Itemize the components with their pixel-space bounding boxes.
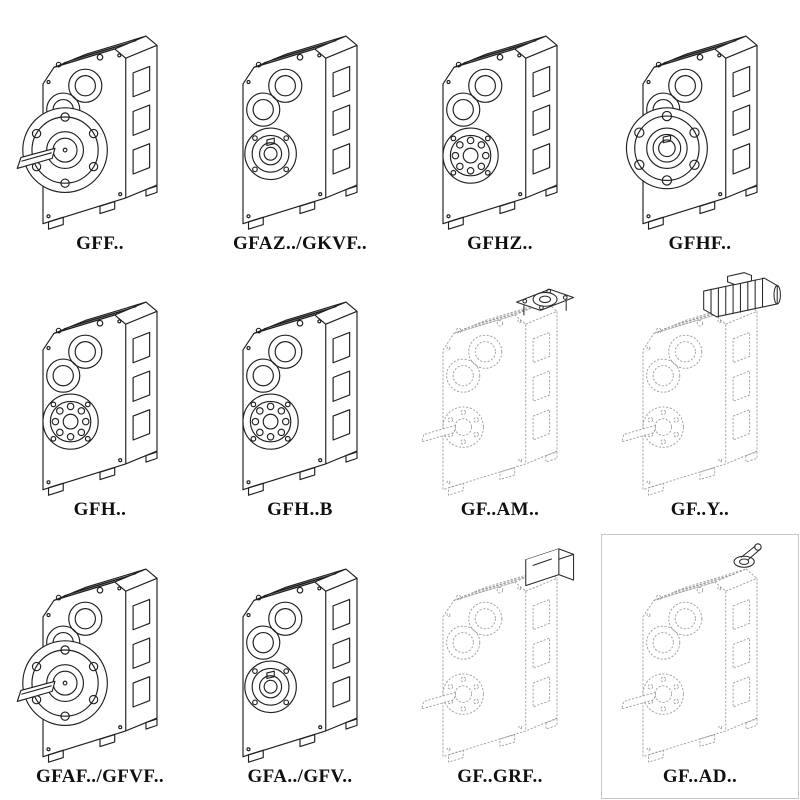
gearbox-hollow-shaft-flange-drawing [242,35,358,230]
gearbox-body-lines [16,35,158,230]
gearbox-body-lines [42,301,158,497]
gearbox-iec-adapter-flange-drawing [421,289,575,496]
gearbox-output-flange-with-shaft-drawing [16,35,158,230]
gearbox-body-lines [442,35,558,230]
gearbox-body-lines [242,301,358,497]
gearbox-foot-mounted-drawing [42,301,158,497]
gearbox-cover-box-input-drawing [421,548,575,763]
gearbox-variant-cell-gff: GFF.. [0,0,200,267]
gearbox-variant-cell-gfy: GF..Y.. [600,267,800,534]
gearbox-body-lines [242,35,358,230]
motor-lines [703,272,781,318]
gearbox-model-label: GF..AD.. [662,765,738,787]
gearbox-model-label: GFH..B [267,499,333,521]
gearbox-variant-cell-gfa: GFA../GFV.. [200,533,400,800]
gearbox-variant-cell-gfgrf: GF..GRF.. [400,533,600,800]
gearbox-with-motor-drawing [621,272,781,496]
gearbox-model-label: GFA../GFV.. [247,765,353,787]
gearbox-model-label: GFHF.. [668,232,732,254]
gearbox-output-flange-with-shaft-drawing [16,568,158,763]
gearbox-hollow-shaft-drawing [242,568,358,763]
gearbox-variant-cell-gfad: GF..AD.. [600,533,800,800]
gearbox-body-lines [625,35,758,230]
gearbox-variant-cell-gfhz: GFHZ.. [400,0,600,267]
gearbox-model-label: GFH.. [73,499,127,521]
iec-adapter-flange-lines [516,289,575,316]
gearbox-input-shaft-adapter-drawing [621,543,762,763]
gearbox-model-label: GFAF../GFVF.. [35,765,164,787]
gearbox-model-label: GF..Y.. [670,499,730,521]
gearbox-variant-cell-gfhf: GFHF.. [600,0,800,267]
gearbox-body-lines [16,568,158,763]
gearbox-phantom-body-lines [421,568,558,763]
gearbox-body-lines [242,568,358,763]
gearbox-model-label: GF..AM.. [460,499,540,521]
gearbox-phantom-body-lines [621,568,758,763]
gearbox-model-label: GFHZ.. [467,232,533,254]
gearbox-hollow-shaft-bearing-drawing [442,35,558,230]
gearbox-phantom-body-lines [421,301,558,496]
gearbox-variant-cell-gfhb: GFH..B [200,267,400,534]
gearbox-model-label: GF..GRF.. [457,765,543,787]
gearbox-model-label: GFAZ../GKVF.. [233,232,367,254]
gearbox-variant-cell-gfam: GF..AM.. [400,267,600,534]
input-shaft-stub-lines [733,543,762,568]
gearbox-model-label: GFF.. [76,232,124,254]
gearbox-variant-cell-gfaz: GFAZ../GKVF.. [200,0,400,267]
gearbox-phantom-body-lines [621,301,758,496]
gearbox-foot-mounted-b-drawing [242,301,358,497]
gearbox-variant-cell-gfaf: GFAF../GFVF.. [0,533,200,800]
cover-box-lines [525,548,575,587]
gearbox-output-flange-drawing [625,35,758,230]
gearbox-variant-cell-gfh: GFH.. [0,267,200,534]
